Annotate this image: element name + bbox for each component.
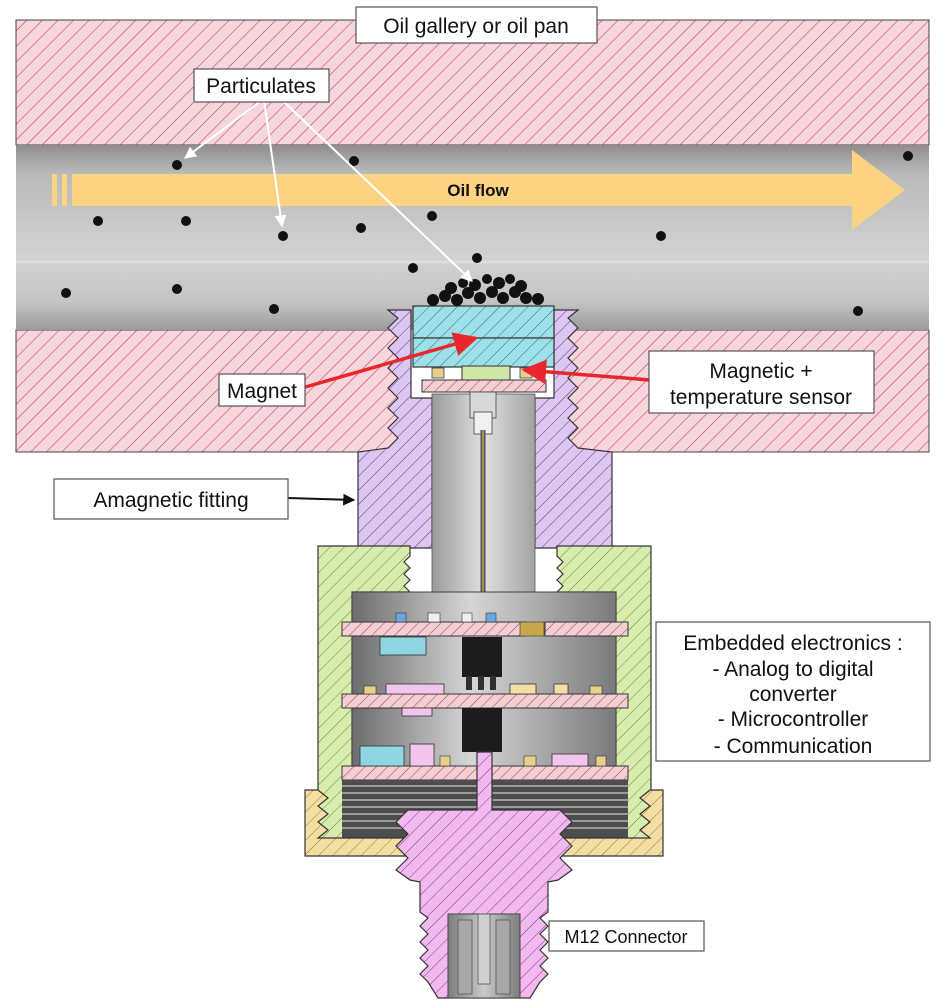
particle — [172, 160, 182, 170]
particle — [853, 306, 863, 316]
electronics-text-line2: - Analog to digital — [712, 658, 873, 681]
particulates-text: Particulates — [206, 75, 316, 98]
electronics-text-line1: Embedded electronics : — [683, 632, 902, 655]
base-nut — [304, 789, 664, 857]
pcb-board — [544, 621, 629, 637]
pcb-board — [341, 693, 629, 709]
particle — [408, 263, 418, 273]
m12-connector-label: M12 Connector — [548, 920, 705, 952]
pcb-board — [341, 765, 478, 781]
oil-flow-label: Oil flow — [447, 181, 509, 200]
pcb-board — [491, 765, 629, 781]
oil-channel — [16, 145, 929, 330]
electronics-text-line5: - Communication — [714, 735, 873, 758]
particle — [61, 288, 71, 298]
particle — [427, 211, 437, 221]
particle — [903, 151, 913, 161]
particle — [181, 216, 191, 226]
particle — [349, 156, 359, 166]
sensor-text-line1: Magnetic + — [709, 360, 812, 383]
amagnetic-fitting-label: Amagnetic fitting — [53, 478, 356, 520]
particle — [472, 253, 482, 263]
particle — [656, 231, 666, 241]
particle — [269, 304, 279, 314]
sensor-text-line2: temperature sensor — [670, 386, 852, 409]
oil-flow-arrow: Oil flow — [52, 150, 905, 230]
particle — [356, 223, 366, 233]
oil-gallery-label: Oil gallery or oil pan — [355, 6, 598, 44]
magnet — [412, 305, 555, 368]
m12-connector-text: M12 Connector — [564, 927, 687, 947]
electronics-text-line4: - Microcontroller — [718, 708, 869, 731]
particle — [172, 284, 182, 294]
particle — [278, 231, 288, 241]
captured-particulates — [427, 274, 544, 306]
particle — [93, 216, 103, 226]
magnet-text: Magnet — [227, 380, 297, 403]
magnetic-temperature-sensor — [421, 365, 547, 435]
amagnetic-fitting-text: Amagnetic fitting — [93, 489, 248, 512]
lower-wall-left — [15, 329, 402, 453]
particulates — [61, 151, 913, 316]
pcb-board — [341, 621, 526, 637]
m12-connector-body — [395, 751, 573, 999]
electronics-label: Embedded electronics : - Analog to digit… — [655, 621, 931, 762]
embedded-electronics — [341, 612, 629, 807]
particulates-label: Particulates — [184, 68, 473, 282]
electronics-text-line3: converter — [749, 683, 837, 706]
sensor-label: Magnetic + temperature sensor — [521, 350, 875, 414]
magnet-label: Magnet — [218, 332, 479, 407]
oil-gallery-text: Oil gallery or oil pan — [383, 15, 569, 38]
